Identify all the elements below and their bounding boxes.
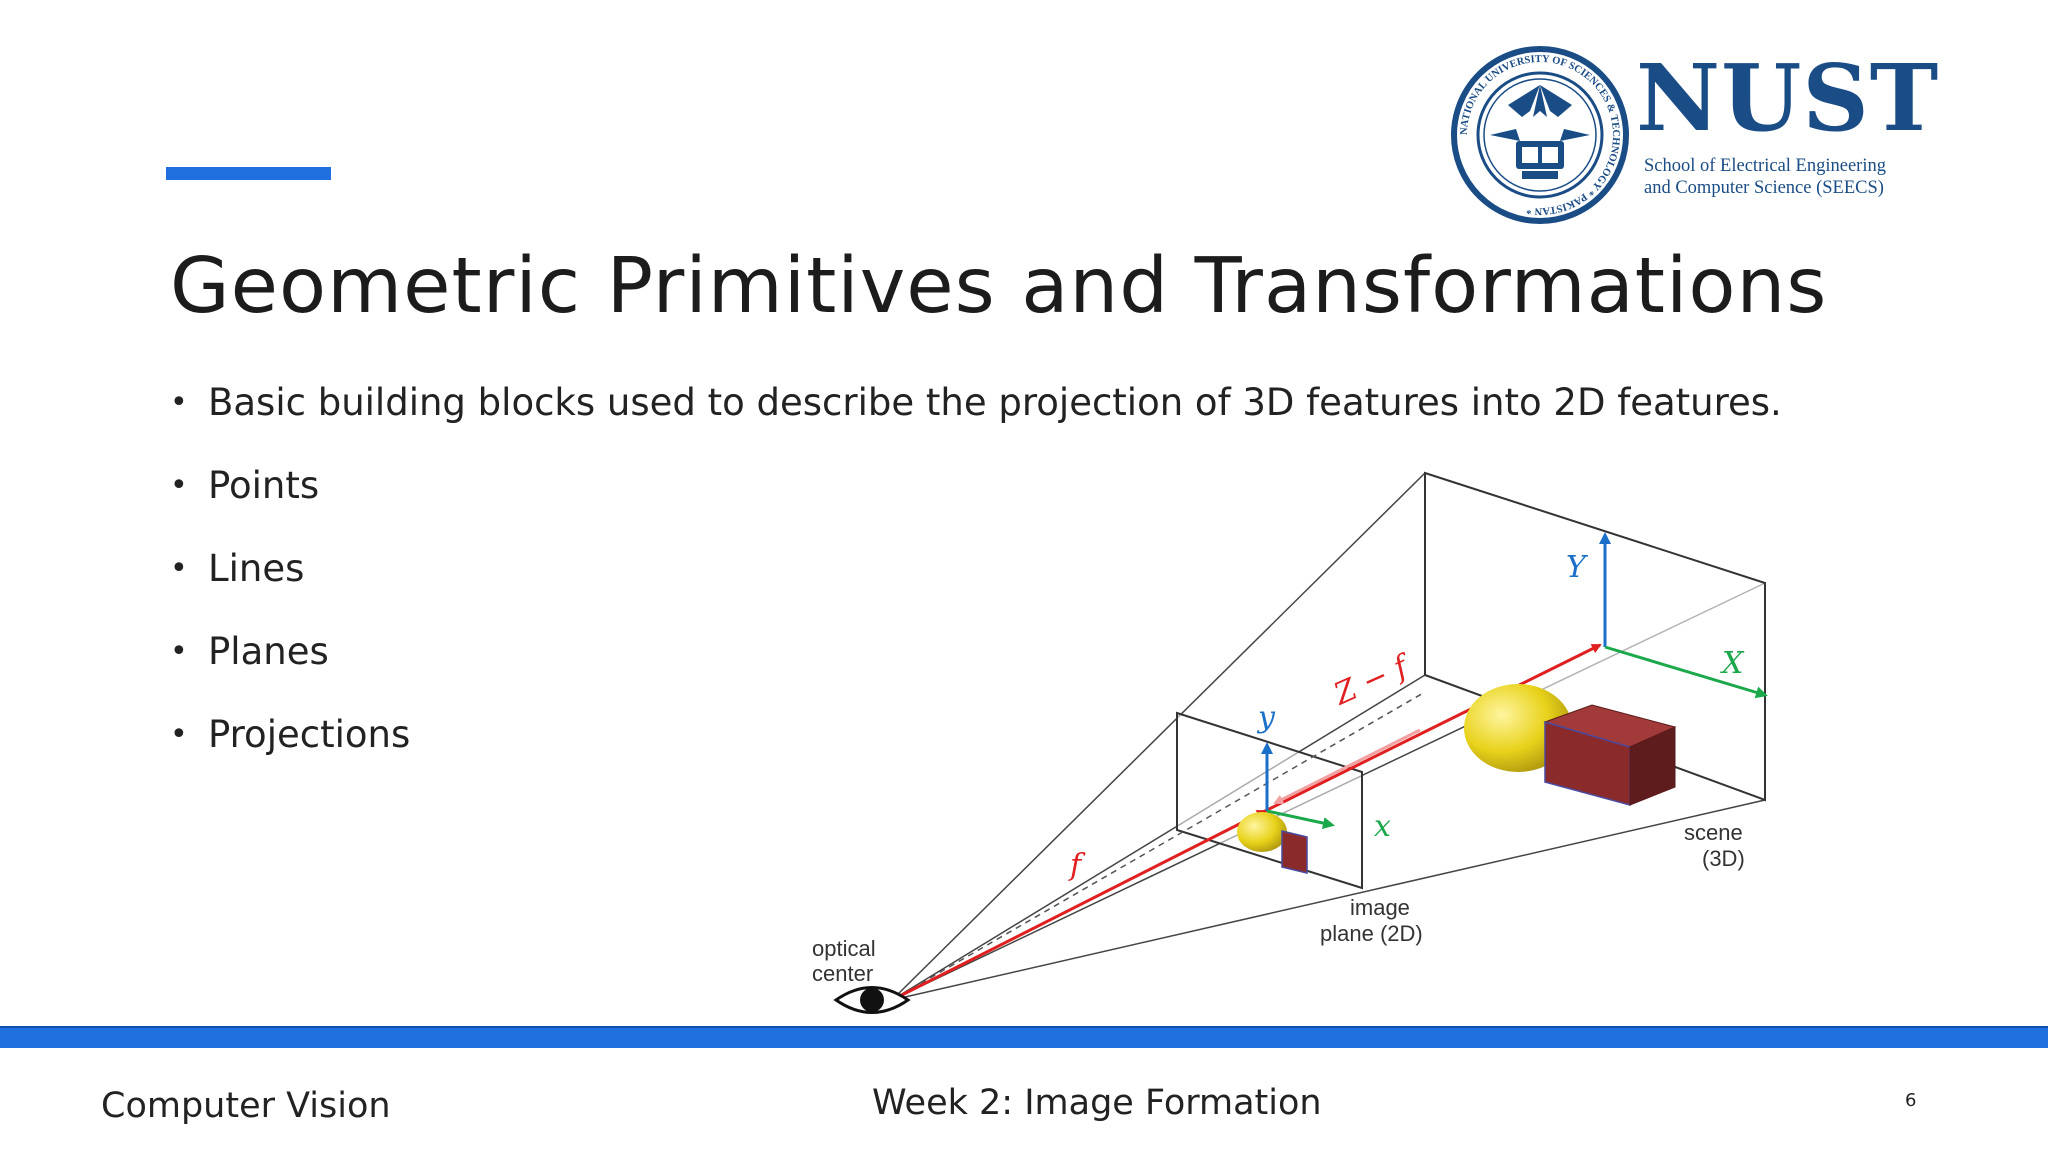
bullet-item: • Lines <box>165 534 1782 617</box>
image-sphere <box>1237 812 1287 852</box>
footer-course: Computer Vision <box>101 1086 391 1126</box>
bullet-item: • Planes <box>165 617 1782 700</box>
school-name-line-1: School of Electrical Engineering <box>1644 156 1886 176</box>
bullet-dot-icon: • <box>170 468 188 503</box>
bullet-text: Lines <box>208 547 305 590</box>
label-X: X <box>1720 646 1745 681</box>
label-x: x <box>1374 809 1391 844</box>
image-plane <box>1176 711 1363 890</box>
projection-diagram: Y X y x Z − f f scene (3D) image plane (… <box>812 471 1768 1014</box>
image-cube <box>1281 830 1308 874</box>
eye-icon <box>833 986 911 1014</box>
label-optical: optical <box>812 936 876 961</box>
scene-cube <box>1543 704 1677 806</box>
school-name: School of Electrical Engineering and Com… <box>1644 155 1924 199</box>
bullet-text: Points <box>208 464 320 507</box>
label-image-plane: plane (2D) <box>1320 921 1423 946</box>
label-scene-3d: (3D) <box>1702 846 1745 871</box>
bullet-list: • Basic building blocks used to describe … <box>165 368 1782 783</box>
label-image: image <box>1350 895 1410 920</box>
bullet-text: Projections <box>208 713 411 756</box>
slide-title: Geometric Primitives and Transformations <box>170 242 1828 331</box>
scene-plane <box>1424 471 1766 802</box>
bullet-item: • Points <box>165 451 1782 534</box>
bullet-dot-icon: • <box>170 551 188 586</box>
bullet-text: Basic building blocks used to describe t… <box>208 381 1782 424</box>
ray-f <box>891 809 1267 1002</box>
bullet-dot-icon: • <box>170 634 188 669</box>
label-y: y <box>1256 700 1276 735</box>
footer-bar <box>0 1026 2048 1048</box>
scene-x-axis <box>1604 645 1768 699</box>
nust-logo: NATIONAL UNIVERSITY OF SCIENCES & TECHNO… <box>1450 45 1910 225</box>
nust-wordmark: NUST <box>1636 44 1940 152</box>
school-name-line-2: and Computer Science (SEECS) <box>1644 178 1884 198</box>
bullet-dot-icon: • <box>170 385 188 420</box>
label-center: center <box>812 961 873 986</box>
image-x-axis <box>1266 809 1335 829</box>
label-f: f <box>1068 848 1086 883</box>
bullet-item: • Basic building blocks used to describe … <box>165 368 1782 451</box>
bullet-dot-icon: • <box>170 717 188 752</box>
page-number: 6 <box>1905 1090 1917 1111</box>
title-accent-bar <box>166 167 331 180</box>
label-z-minus-f: Z − f <box>1328 647 1417 712</box>
footer-week: Week 2: Image Formation <box>872 1083 1322 1123</box>
nust-seal-icon: NATIONAL UNIVERSITY OF SCIENCES & TECHNO… <box>1451 46 1629 224</box>
bullet-text: Planes <box>208 630 329 673</box>
optical-axis-dashed <box>891 691 1426 1001</box>
bullet-item: • Projections <box>165 700 1782 783</box>
label-scene: scene <box>1684 820 1743 845</box>
ray-z-minus-f <box>1264 643 1602 813</box>
ray-reverse <box>1273 728 1421 805</box>
label-Y: Y <box>1566 550 1589 585</box>
